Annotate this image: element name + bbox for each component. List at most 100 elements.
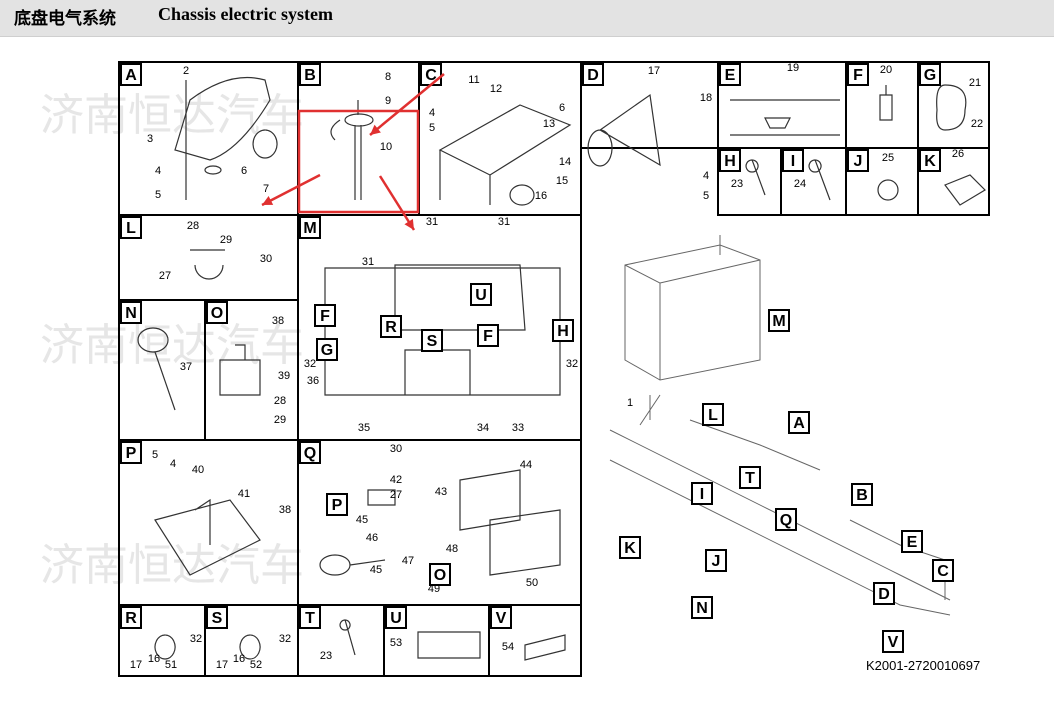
part-number: 21 <box>969 77 981 89</box>
view-label-f: F <box>477 324 499 347</box>
arrowhead <box>262 195 274 205</box>
part-number: 52 <box>250 659 262 671</box>
svg-text:V: V <box>888 634 899 651</box>
part-number: 33 <box>512 422 524 434</box>
panel-label-u: U <box>385 606 407 629</box>
overview-label-v: V <box>882 630 904 653</box>
a-lamp <box>252 129 278 159</box>
panel-label-p: P <box>120 441 142 464</box>
svg-text:O: O <box>434 567 446 584</box>
panel-v-border <box>488 604 582 677</box>
part-number: 5 <box>155 189 161 201</box>
drawing-code: K2001-2720010697 <box>866 658 981 673</box>
part-number: 54 <box>502 641 514 653</box>
part-number: 10 <box>380 141 392 153</box>
svg-text:U: U <box>390 610 402 627</box>
panel-k-border <box>917 147 990 216</box>
part-number: 28 <box>187 220 199 232</box>
q-starter <box>319 554 386 576</box>
panel-m-border <box>297 214 582 441</box>
part-number: 26 <box>952 148 964 160</box>
svg-text:P: P <box>332 497 343 514</box>
svg-text:T: T <box>745 470 755 487</box>
part-number: 2 <box>183 65 189 77</box>
part-number: 51 <box>165 659 177 671</box>
part-number: 46 <box>366 532 378 544</box>
part-number: 27 <box>390 489 402 501</box>
part-number: 30 <box>390 443 402 455</box>
part-number: 27 <box>159 270 171 282</box>
panel-label-g: G <box>919 63 941 86</box>
panel-label-h: H <box>719 149 741 172</box>
title-english: Chassis electric system <box>158 4 333 24</box>
part-number: 31 <box>498 216 510 228</box>
b-sensor <box>330 100 374 200</box>
svg-text:M: M <box>303 220 316 237</box>
a-bracket <box>174 77 271 161</box>
view-label-u: U <box>470 283 492 306</box>
overview-outline <box>624 259 761 380</box>
q-battery <box>459 469 561 576</box>
part-number: 34 <box>477 422 489 434</box>
highlight-arrow <box>378 175 416 231</box>
part-number: 31 <box>426 216 438 228</box>
watermark-text: 济南恒达汽车 <box>40 540 304 591</box>
part-number: 9 <box>385 95 391 107</box>
svg-text:B: B <box>304 67 316 84</box>
part-number: 19 <box>787 62 799 74</box>
panel-label-d: D <box>582 63 604 86</box>
s-horn <box>239 634 261 660</box>
svg-text:A: A <box>125 67 137 84</box>
panel-label-s: S <box>206 606 228 629</box>
part-number: 29 <box>220 234 232 246</box>
part-number: 45 <box>356 514 368 526</box>
overview-label-b: B <box>851 483 873 506</box>
highlight-arrow <box>369 73 445 136</box>
a-grommet <box>204 165 222 175</box>
svg-text:J: J <box>712 553 721 570</box>
part-number: 29 <box>274 414 286 426</box>
part-number: 15 <box>556 175 568 187</box>
part-number: 20 <box>880 64 892 76</box>
part-number: 4 <box>703 170 709 182</box>
panel-label-e: E <box>719 63 741 86</box>
part-number: 39 <box>278 370 290 382</box>
part-number: 13 <box>543 118 555 130</box>
view-label-f: F <box>314 304 336 327</box>
overview-label-i: I <box>691 482 713 505</box>
panel-label-k: K <box>919 149 941 172</box>
part-number: 8 <box>385 71 391 83</box>
part-number: 5 <box>429 122 435 134</box>
panel-label-r: R <box>120 606 142 629</box>
panel-label-n: N <box>120 301 142 324</box>
svg-text:J: J <box>854 153 863 170</box>
c-rail <box>438 104 572 205</box>
highlight-arrow <box>261 173 321 207</box>
r-horn <box>154 634 176 660</box>
part-number: 17 <box>216 659 228 671</box>
part-number: 47 <box>402 555 414 567</box>
svg-text:P: P <box>126 445 137 462</box>
part-number: 25 <box>882 152 894 164</box>
h-sensor <box>745 159 766 196</box>
part-number: 37 <box>180 361 192 373</box>
overview-outline <box>609 429 951 616</box>
svg-text:N: N <box>696 600 708 617</box>
part-number: 4 <box>155 165 161 177</box>
part-number: 5 <box>703 190 709 202</box>
panel-label-a: A <box>120 63 142 86</box>
watermark-text: 济南恒达汽车 <box>40 90 304 141</box>
overview-label-l: L <box>702 403 724 426</box>
view-label-o: O <box>429 563 451 586</box>
part-number: 4 <box>170 458 176 470</box>
part-number: 32 <box>279 633 291 645</box>
arrowhead <box>404 218 414 230</box>
part-number: 23 <box>320 650 332 662</box>
overview-outline <box>849 519 946 600</box>
view-label-r: R <box>380 315 402 338</box>
part-number: 7 <box>263 183 269 195</box>
svg-text:S: S <box>212 610 223 627</box>
